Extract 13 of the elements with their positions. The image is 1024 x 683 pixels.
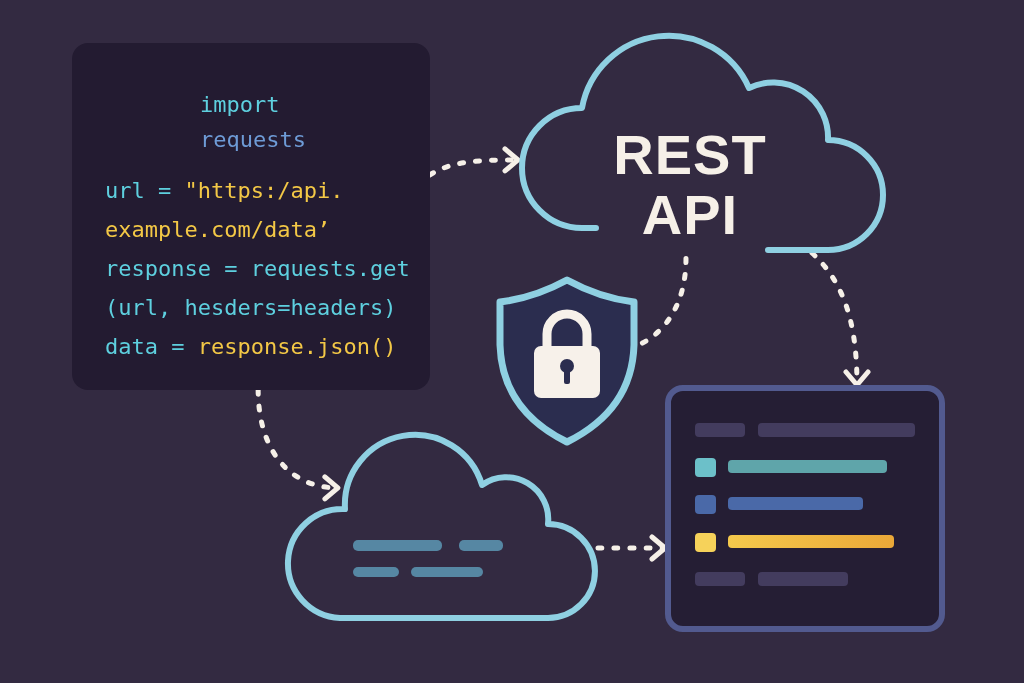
dashed-arrow bbox=[809, 250, 871, 388]
code-panel bbox=[72, 43, 430, 390]
dashed-arrow bbox=[255, 387, 341, 501]
cloud-shape bbox=[285, 432, 598, 621]
api-label: REST API bbox=[613, 125, 767, 245]
code-text: url = "https:/api. example.com/data’ bbox=[105, 177, 345, 244]
code-text: data = response.json() bbox=[105, 333, 398, 361]
result-window bbox=[665, 385, 945, 632]
code-text: import requests bbox=[200, 91, 307, 154]
dashed-line bbox=[639, 256, 689, 346]
cloud-shape bbox=[518, 33, 888, 253]
code-text: response = requests.get (url, hesders=headers) bbox=[105, 255, 411, 322]
shield-lock-icon bbox=[496, 276, 638, 446]
